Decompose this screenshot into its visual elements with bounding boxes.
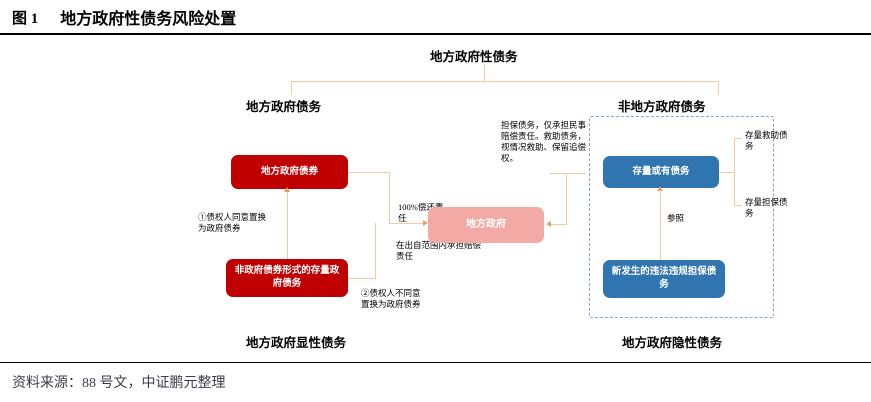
node-stock-contingent-debt-label: 存量或有债务 (632, 166, 690, 177)
connector-contingent-down (566, 173, 568, 225)
connector-stockdebt-right (348, 278, 376, 280)
brace-stem (719, 172, 735, 174)
root-stem (484, 64, 486, 82)
connector-stockdebt-up (375, 223, 377, 279)
right-branch-label: 非地方政府债务 (618, 100, 706, 114)
figure-number: 图 1 (12, 10, 39, 27)
node-local-government[interactable]: 地方政府 (428, 207, 544, 243)
annotation-guarantee-note: 担保债务，仅承担民事赔偿责任。救助债务，视情况救助、保留追偿权。 (501, 120, 587, 163)
connector-bond-down (389, 172, 391, 224)
node-local-gov-bond-label: 地方政府债券 (260, 166, 318, 177)
label-stock-rescue-debt: 存量救助债务 (745, 130, 788, 151)
node-non-bond-stock-debt[interactable]: 非政府债券形式的存量政府债务 (226, 259, 348, 297)
right-branch-drop (718, 81, 720, 95)
implicit-debt-group-box (589, 116, 774, 318)
footer-label-explicit: 地方政府显性债务 (246, 336, 347, 350)
annotation-option-one: ①债权人同意置换为政府债券 (198, 212, 267, 233)
connector-into-gov-upper (389, 223, 423, 225)
node-new-illegal-guarantee-debt[interactable]: 新发生的违法违规担保债务 (603, 260, 725, 298)
brace-top-tick (734, 138, 742, 140)
annotation-full-repayment: 100%偿还责任 (398, 202, 444, 223)
connector-box2-to-box1 (287, 191, 289, 259)
node-non-bond-stock-debt-label: 非政府债券形式的存量政府债务 (234, 266, 340, 289)
annotation-option-two: ②债权人不同意置换为政府债券 (361, 288, 421, 309)
arrowhead-up-to-bond (284, 187, 290, 192)
brace-bottom-tick (734, 205, 742, 207)
brace-vertical (734, 138, 736, 206)
connector-bond-right (348, 172, 390, 174)
left-branch-drop (291, 81, 293, 95)
footer-label-implicit: 地方政府隐性债务 (622, 336, 723, 350)
node-stock-contingent-debt[interactable]: 存量或有债务 (603, 156, 719, 188)
connector-newdebt-up (660, 190, 662, 260)
root-span (291, 81, 719, 83)
annotation-limited-liability: 在出自范围内承担赔偿责任 (396, 240, 482, 261)
source-note: 资料来源：88 号文，中证鹏元整理 (12, 376, 226, 391)
figure-header: 图 1 地方政府性债务风险处置 (0, 0, 871, 34)
root-node-label: 地方政府性债务 (430, 50, 518, 64)
footer-divider (0, 362, 871, 363)
node-local-government-label: 地方政府 (466, 219, 506, 231)
connector-contingent-into-gov (551, 224, 567, 226)
arrowhead-up-to-contingent (657, 186, 663, 191)
label-stock-guarantee-debt: 存量担保债务 (745, 197, 788, 218)
page-title: 地方政府性债务风险处置 (60, 11, 237, 28)
node-local-gov-bond[interactable]: 地方政府债券 (231, 155, 348, 189)
left-branch-label: 地方政府债务 (246, 100, 322, 114)
connector-contingent-left (550, 173, 586, 175)
arrowhead-into-local-government (423, 220, 428, 226)
annotation-reference: 参照 (667, 213, 685, 223)
diagram-canvas: 地方政府性债务 地方政府债务 非地方政府债务 地方政府债券 非政府债券形式的存量… (0, 34, 871, 362)
arrowhead-into-local-government-right (546, 221, 551, 227)
node-new-illegal-guarantee-debt-label: 新发生的违法违规担保债务 (611, 267, 717, 290)
header-divider (0, 33, 871, 35)
